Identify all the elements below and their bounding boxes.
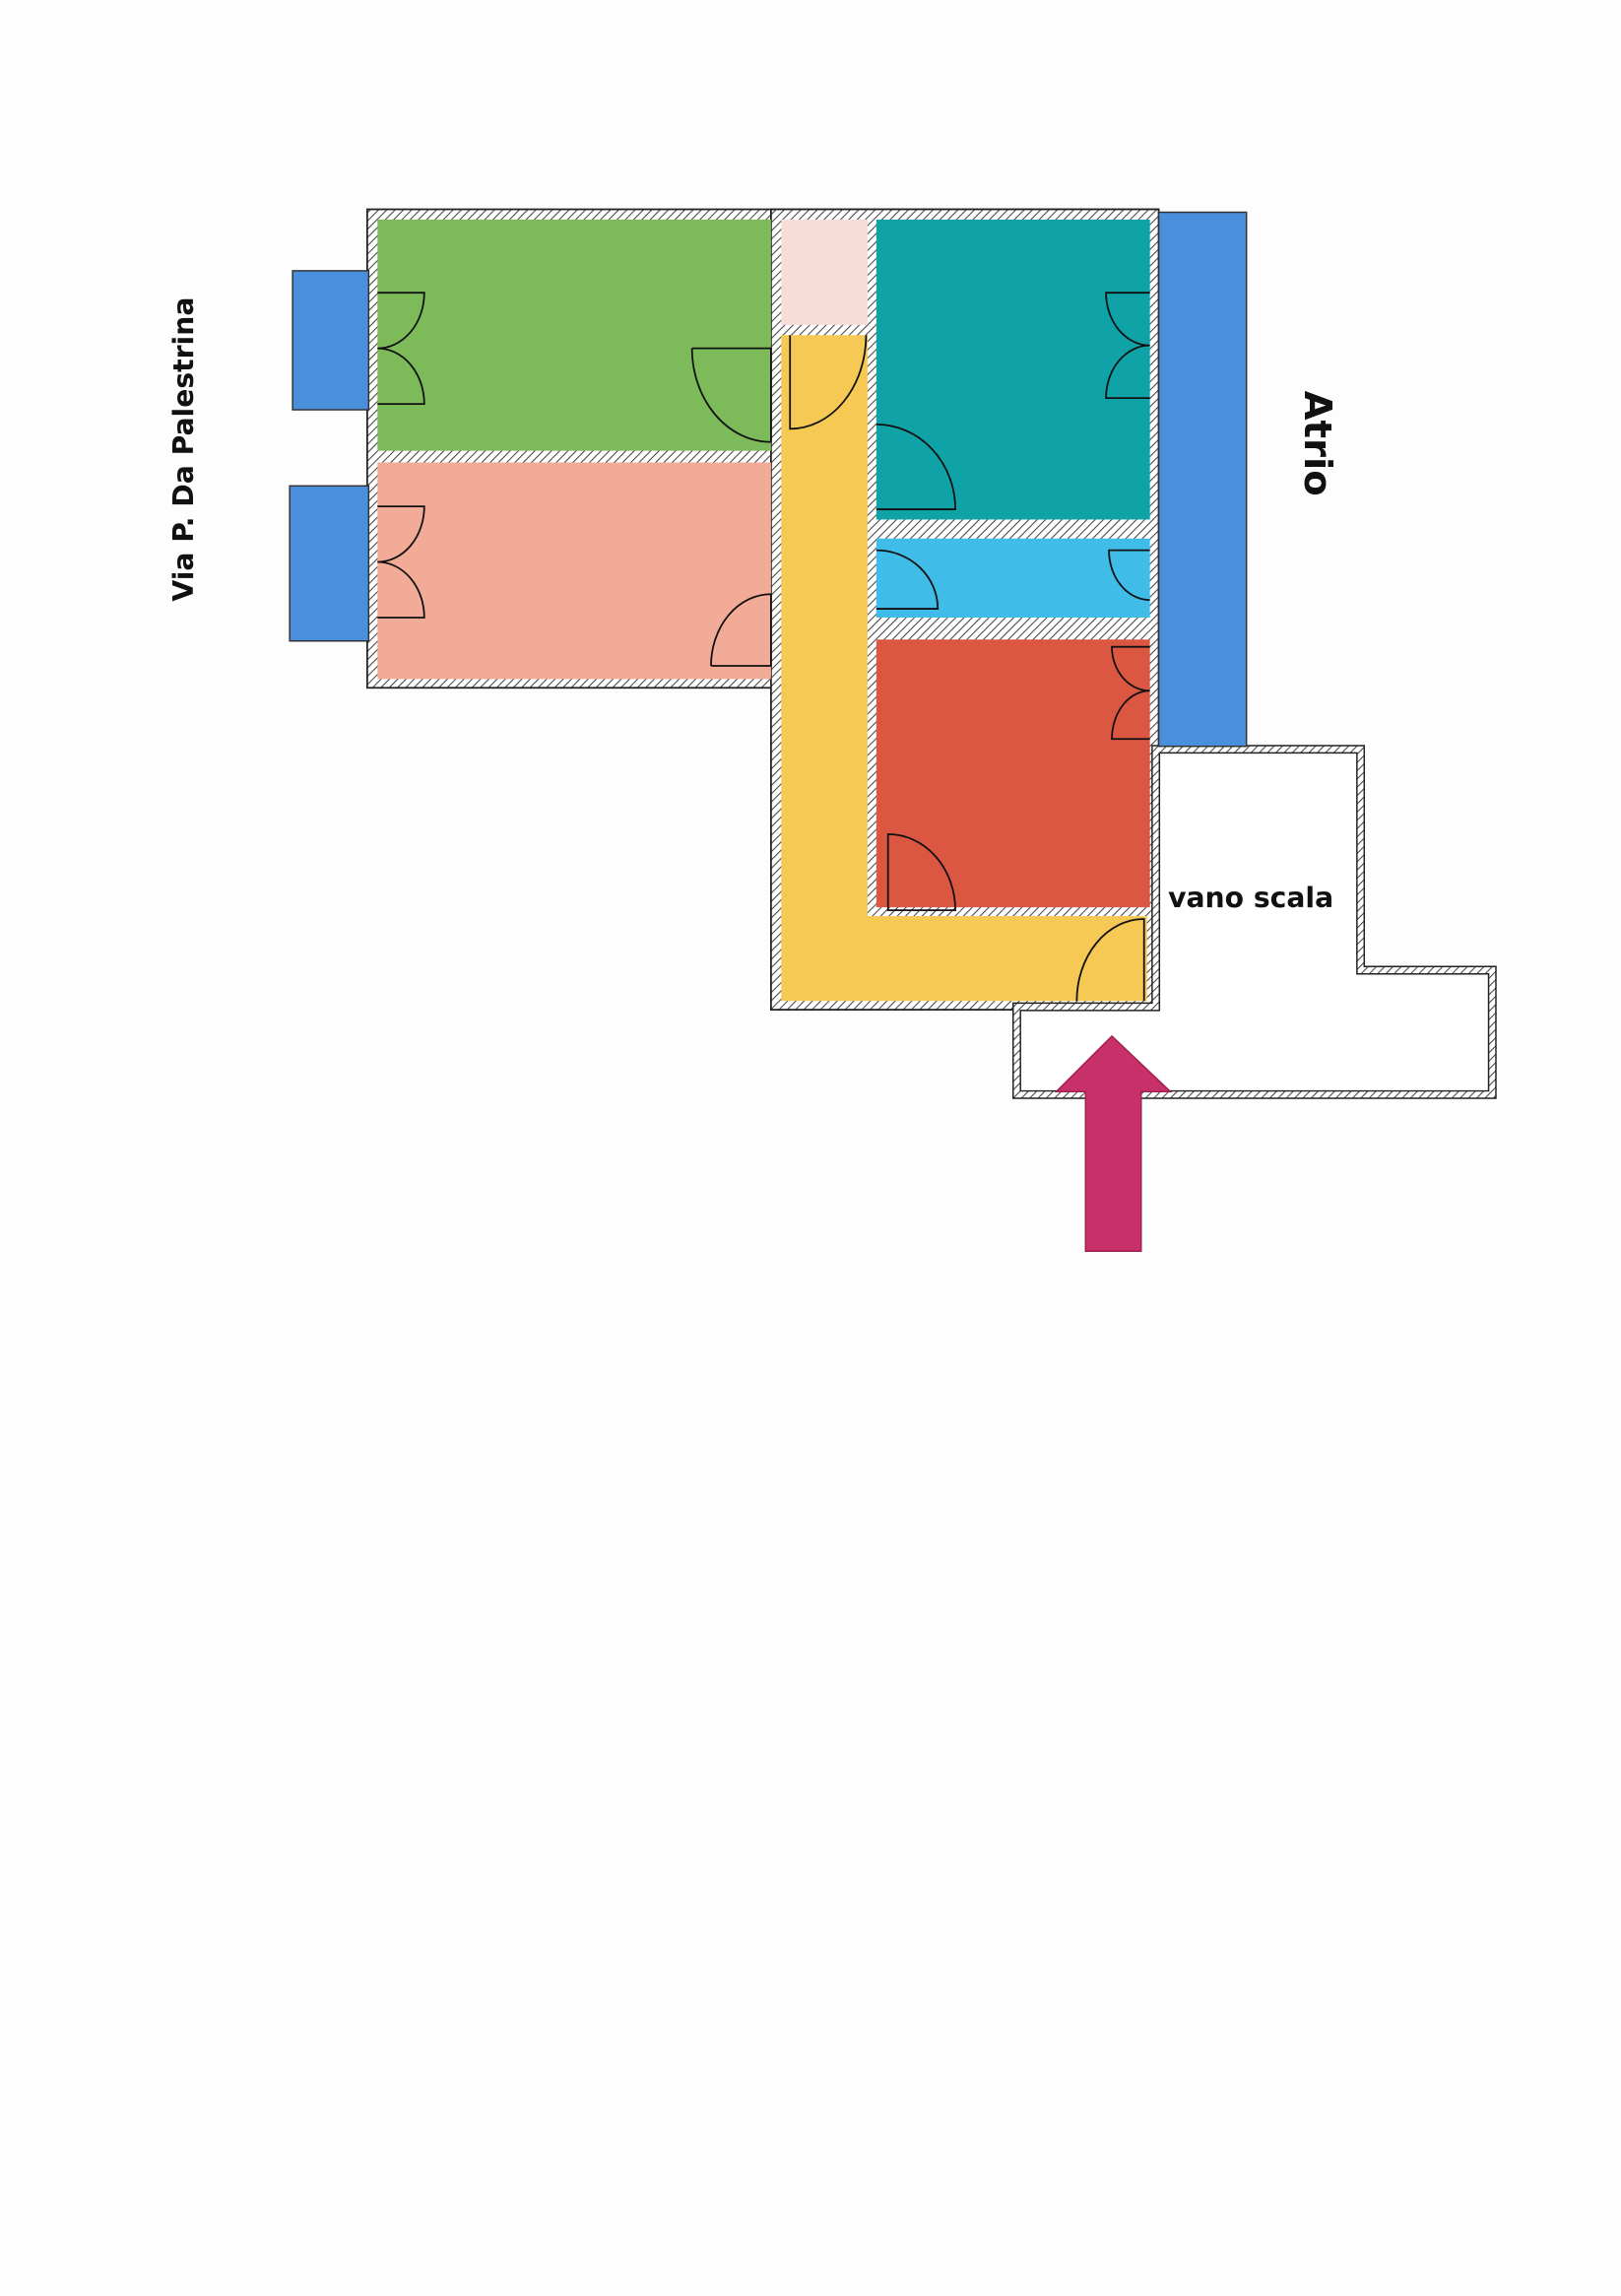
room-red: [875, 639, 1150, 908]
atrium-strip: [1157, 211, 1248, 748]
balcony-1: [292, 270, 370, 411]
room-pale-pink: [781, 219, 868, 325]
room-teal: [875, 219, 1150, 520]
room-green: [377, 219, 771, 451]
corridor-yellow: [781, 335, 1147, 1002]
entrance-arrow: [1054, 1034, 1173, 1252]
stairwell-label: vano scala: [1168, 882, 1333, 914]
room-salmon: [377, 462, 771, 680]
street-label: Via P. Da Palestrina: [167, 297, 200, 602]
balcony-2: [289, 485, 370, 642]
atrium-label: Atrio: [1295, 391, 1339, 496]
door-symbols: [377, 292, 1150, 1002]
room-light-blue: [875, 538, 1150, 618]
